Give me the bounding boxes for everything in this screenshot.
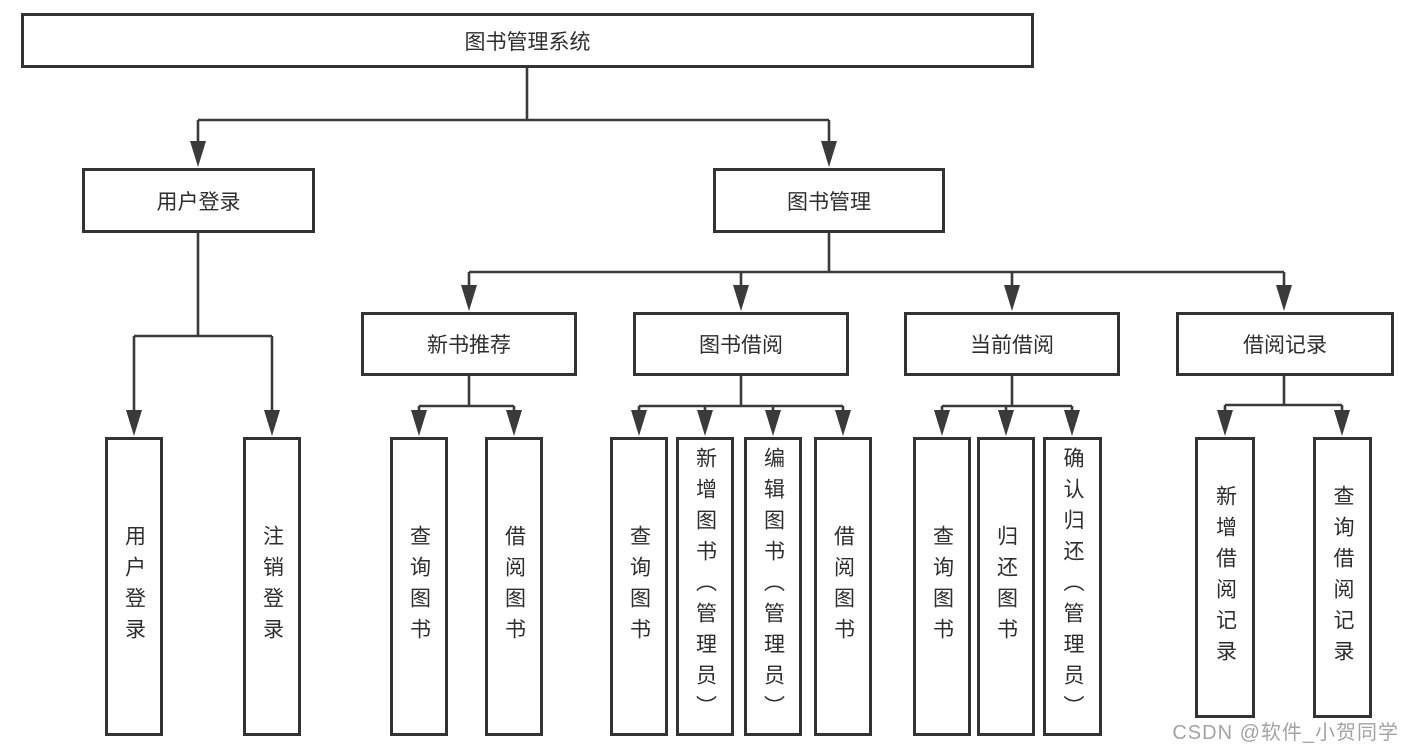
leaf-current-return-label: 归还图书: [994, 524, 1018, 649]
leaf-borrow-edit-label: 编辑图书（管理员）: [761, 447, 785, 726]
node-root-label: 图书管理系统: [464, 30, 591, 54]
node-new-books: 新书推荐: [361, 312, 577, 376]
leaf-borrow-add-label: 新增图书（管理员）: [693, 447, 717, 726]
leaf-borrow-query-label: 查询图书: [627, 524, 651, 649]
leaf-borrow-borrow: 借阅图书: [814, 437, 872, 736]
leaf-borrow-borrow-label: 借阅图书: [831, 524, 855, 649]
node-user-login-label: 用户登录: [156, 190, 241, 214]
leaf-login-label: 用户登录: [122, 524, 146, 649]
leaf-newbooks-query: 查询图书: [390, 437, 448, 736]
leaf-newbooks-query-label: 查询图书: [407, 524, 431, 649]
node-borrow-records: 借阅记录: [1176, 312, 1394, 376]
leaf-current-query: 查询图书: [913, 437, 971, 736]
leaf-current-query-label: 查询图书: [930, 524, 954, 649]
node-book-mgmt-label: 图书管理: [787, 190, 871, 214]
leaf-current-confirm-label: 确认归还（管理员）: [1061, 447, 1084, 726]
leaf-current-confirm: 确认归还（管理员）: [1043, 437, 1102, 736]
leaf-records-query-label: 查询借阅记录: [1331, 484, 1354, 671]
leaf-records-add: 新增借阅记录: [1195, 437, 1255, 718]
node-book-borrow-label: 图书借阅: [699, 334, 783, 357]
leaf-newbooks-borrow-label: 借阅图书: [502, 524, 526, 649]
node-book-mgmt: 图书管理: [713, 168, 945, 233]
node-current-borrow-label: 当前借阅: [970, 334, 1054, 357]
leaf-borrow-add: 新增图书（管理员）: [676, 437, 734, 736]
leaf-newbooks-borrow: 借阅图书: [485, 437, 543, 736]
leaf-login: 用户登录: [105, 437, 163, 736]
leaf-records-query: 查询借阅记录: [1313, 437, 1372, 718]
leaf-logout: 注销登录: [243, 437, 301, 736]
node-borrow-records-label: 借阅记录: [1243, 334, 1327, 357]
leaf-records-add-label: 新增借阅记录: [1213, 484, 1237, 671]
leaf-borrow-query: 查询图书: [610, 437, 668, 736]
node-current-borrow: 当前借阅: [904, 312, 1120, 376]
node-book-borrow: 图书借阅: [633, 312, 849, 376]
leaf-logout-label: 注销登录: [260, 524, 284, 649]
watermark: CSDN @软件_小贺同学: [1172, 722, 1399, 744]
node-user-login: 用户登录: [82, 168, 315, 233]
leaf-current-return: 归还图书: [977, 437, 1035, 736]
leaf-borrow-edit: 编辑图书（管理员）: [744, 437, 802, 736]
node-new-books-label: 新书推荐: [427, 334, 511, 357]
node-root: 图书管理系统: [21, 13, 1034, 68]
